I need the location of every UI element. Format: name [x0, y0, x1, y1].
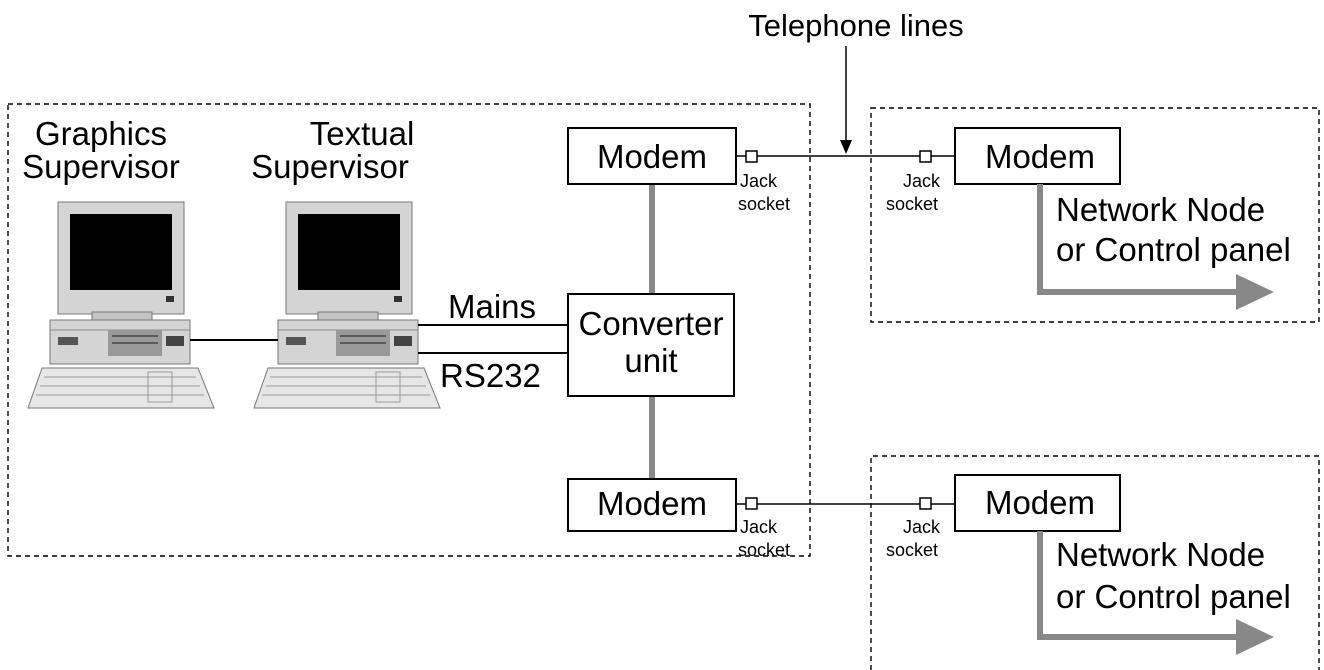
jack-socket-label: socket — [886, 540, 938, 560]
local-modem-top-label: Modem — [597, 138, 707, 175]
local-modem-bottom-label: Modem — [597, 485, 707, 522]
mains-label: Mains — [448, 288, 536, 325]
remote-1-node-label-line1: Network Node — [1056, 191, 1265, 228]
remote-modem-1-label: Modem — [985, 138, 1095, 175]
remote-2-node-label-line1: Network Node — [1056, 536, 1265, 573]
remote-site-1-boundary — [870, 107, 1320, 323]
local-modem-top — [567, 127, 737, 185]
jack-socket-label: Jack — [740, 517, 778, 537]
local-site-boundary — [7, 103, 811, 557]
remote-2-arrowhead — [1236, 619, 1274, 655]
graphics-supervisor-label-line1: Graphics — [35, 115, 167, 152]
converter-label-line2: unit — [624, 342, 677, 379]
remote-2-node-label-line2: or Control panel — [1056, 578, 1291, 615]
remote-1-output-arrow — [1037, 184, 1240, 295]
jack-socket-icon — [745, 150, 758, 163]
jack-socket-label: socket — [738, 540, 790, 560]
remote-modem-2-label: Modem — [985, 484, 1095, 521]
telephone-lines-arrowhead — [840, 140, 852, 154]
graphics-supervisor-computer-icon — [27, 201, 215, 409]
converter-label-line1: Converter — [579, 305, 724, 342]
jack-socket-icon — [745, 497, 758, 510]
local-modem-bottom — [567, 478, 737, 532]
jack-socket-label: socket — [886, 194, 938, 214]
rs232-label: RS232 — [440, 357, 541, 394]
jack-socket-label: Jack — [740, 171, 778, 191]
remote-site-2-boundary — [870, 455, 1320, 670]
remote-1-arrowhead — [1236, 274, 1274, 310]
jack-socket-label: Jack — [903, 517, 941, 537]
graphics-supervisor-label-line2: Supervisor — [22, 148, 180, 185]
jack-socket-icon — [919, 497, 932, 510]
remote-modem-2 — [954, 474, 1121, 532]
textual-supervisor-computer-icon — [253, 201, 441, 409]
textual-supervisor-label-line1: Textual — [310, 115, 415, 152]
remote-2-output-arrow — [1037, 531, 1240, 640]
remote-1-node-label-line2: or Control panel — [1056, 231, 1291, 268]
jack-socket-icon — [919, 150, 932, 163]
converter-unit-box — [567, 293, 735, 397]
jack-socket-label: Jack — [903, 171, 941, 191]
jack-socket-label: socket — [738, 194, 790, 214]
telephone-lines-label: Telephone lines — [748, 8, 963, 43]
textual-supervisor-label-line2: Supervisor — [251, 148, 409, 185]
